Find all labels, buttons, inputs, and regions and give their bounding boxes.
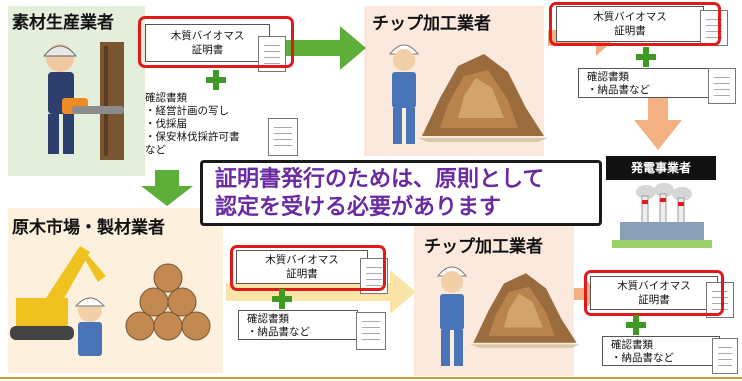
certificate-label-line1: 木質バイオマス — [593, 11, 667, 23]
power-plant-illustration — [612, 183, 712, 248]
certificate-highlight — [230, 245, 386, 291]
documents-item: ・保安林伐採許可書 — [145, 131, 240, 143]
document-icon — [356, 312, 386, 350]
certificate-highlight — [584, 270, 724, 316]
document-icon — [712, 338, 738, 374]
documents-title: 確認書類 — [587, 71, 629, 83]
certificate-card: 木質バイオマス 証明書 — [145, 24, 270, 62]
excavator-illustration — [10, 246, 211, 356]
wood-chips-bottom — [470, 273, 580, 348]
arrow-green-down — [141, 170, 193, 206]
producer-title: 素材生産業者 — [12, 13, 114, 33]
certificate-card: 木質バイオマス 証明書 — [236, 250, 368, 284]
certificate-label-line1: 木質バイオマス — [170, 30, 245, 42]
documents-item: ・伐採届 — [145, 118, 187, 130]
plus-icon — [206, 70, 226, 90]
documents-title: 確認書類 — [247, 313, 289, 325]
chip-bottom-title: チップ加工業者 — [424, 237, 543, 257]
banner-line1: 証明書発行のためは、原則として — [215, 167, 545, 192]
wood-chips-top — [418, 54, 548, 142]
documents-card: 確認書類 ・経営計画の写し ・伐採届 ・保安林伐採許可書 など — [145, 92, 273, 160]
documents-card: 確認書類 ・納品書など — [602, 336, 720, 366]
documents-item-tail: など — [145, 144, 166, 156]
power-company-label: 発電事業者 — [606, 156, 716, 180]
certificate-highlight — [138, 16, 294, 68]
document-icon — [700, 10, 728, 46]
documents-title: 確認書類 — [611, 339, 653, 351]
certificate-card: 木質バイオマス 証明書 — [590, 276, 718, 310]
arrow-orange-down — [634, 98, 682, 150]
plus-icon — [272, 289, 292, 309]
document-icon — [268, 118, 298, 156]
chip-top-title: チップ加工業者 — [372, 14, 491, 34]
chip-worker-bottom — [436, 266, 468, 366]
certificate-label-line2: 証明書 — [191, 44, 224, 56]
logger-illustration — [42, 42, 124, 160]
chip-worker-top — [388, 44, 420, 144]
certificate-card: 木質バイオマス 証明書 — [556, 6, 704, 42]
bottom-divider — [0, 377, 742, 379]
documents-item: ・納品書など — [587, 84, 650, 96]
document-icon — [708, 68, 736, 104]
documents-card: 確認書類 ・納品書など — [238, 310, 358, 340]
plus-icon — [636, 47, 656, 67]
market-title: 原木市場・製材業者 — [12, 218, 165, 238]
documents-card: 確認書類 ・納品書など — [578, 68, 714, 98]
documents-item: ・納品書など — [611, 352, 674, 364]
documents-title: 確認書類 — [145, 92, 187, 104]
certificate-label-line2: 証明書 — [614, 25, 646, 37]
arrow-orange-right-bottom — [574, 280, 600, 308]
documents-item: ・経営計画の写し — [145, 105, 229, 117]
banner-line2: 認定を受ける必要があります — [215, 195, 502, 220]
documents-item: ・納品書など — [247, 326, 310, 338]
certificate-highlight — [549, 2, 721, 46]
certificate-label-line1: 木質バイオマス — [265, 254, 339, 266]
certification-notice-banner: 証明書発行のためは、原則として 認定を受ける必要があります — [200, 160, 602, 226]
plus-icon — [626, 315, 646, 335]
certificate-label-line1: 木質バイオマス — [617, 280, 691, 292]
certificate-label-line2: 証明書 — [286, 268, 318, 280]
arrow-yellow-right — [226, 270, 416, 314]
certificate-label-line2: 証明書 — [638, 294, 670, 306]
